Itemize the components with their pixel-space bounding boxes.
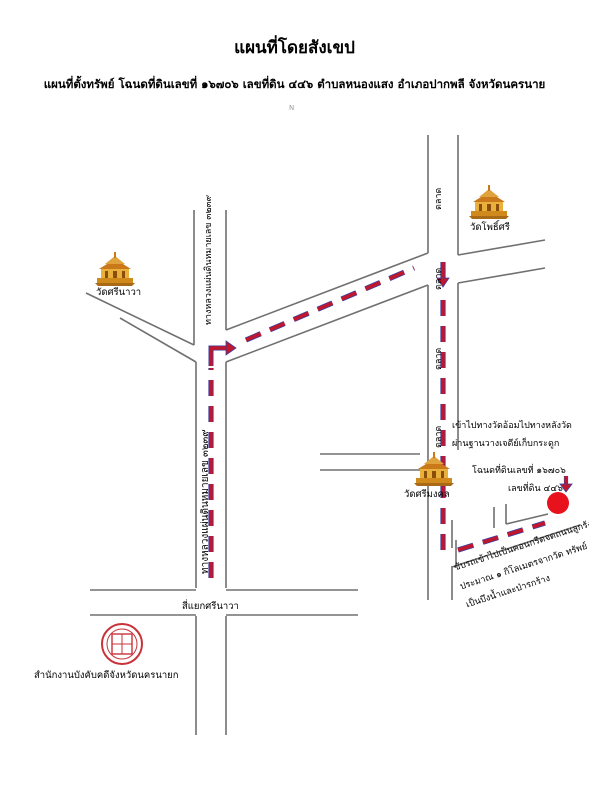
highway-label-top: ทางหลวงแผ่นดินหมายเลข ๓๒๓๙ xyxy=(204,194,214,325)
highway-label-bottom: ทางหลวงแผ่นดินหมายเลข ๓๒๓๙ xyxy=(200,429,211,574)
intersection-label: สี่แยกศรีนาวา xyxy=(182,601,239,612)
deed-label: โฉนดที่ดินเลขที่ ๑๖๗๐๖ xyxy=(472,466,566,476)
route-path xyxy=(208,262,573,578)
seal-icon xyxy=(101,623,143,665)
landmark-court-office: สำนักงานบังคับคดีจังหวัดนครนายก xyxy=(34,670,179,681)
parcel-label: เลขที่ดิน ๔๔๖ xyxy=(508,484,563,494)
turn-note-1: เข้าไปทางวัดอ้อมไปทางหลังวัด xyxy=(452,421,572,431)
market-label-2: ตลาด xyxy=(434,267,444,290)
page-title: แผนที่โดยสังเขป xyxy=(234,38,355,58)
market-label-4: ตลาด xyxy=(434,425,444,448)
turn-note-2: ผ่านฐานวางเจดีย์เก็บกระดูก xyxy=(452,439,560,449)
landmark-wat-sri-mongkol: วัดศรีมงคล xyxy=(404,489,450,500)
market-label-3: ตลาด xyxy=(434,347,444,370)
market-label-1: ตลาด xyxy=(434,187,444,210)
target-marker-icon xyxy=(547,492,569,514)
road-network xyxy=(85,135,581,735)
temple-icon xyxy=(468,184,510,220)
north-mark: N xyxy=(289,104,294,112)
landmark-wat-sri-nawa: วัดศรีนาวา xyxy=(96,287,142,298)
landmark-wat-pho-sri: วัดโพธิ์ศรี xyxy=(470,222,510,233)
page-subtitle: แผนที่ตั้งทรัพย์ โฉนดที่ดินเลขที่ ๑๖๗๐๖ … xyxy=(43,77,546,91)
temple-icon xyxy=(94,251,136,287)
temple-icon xyxy=(413,451,455,487)
